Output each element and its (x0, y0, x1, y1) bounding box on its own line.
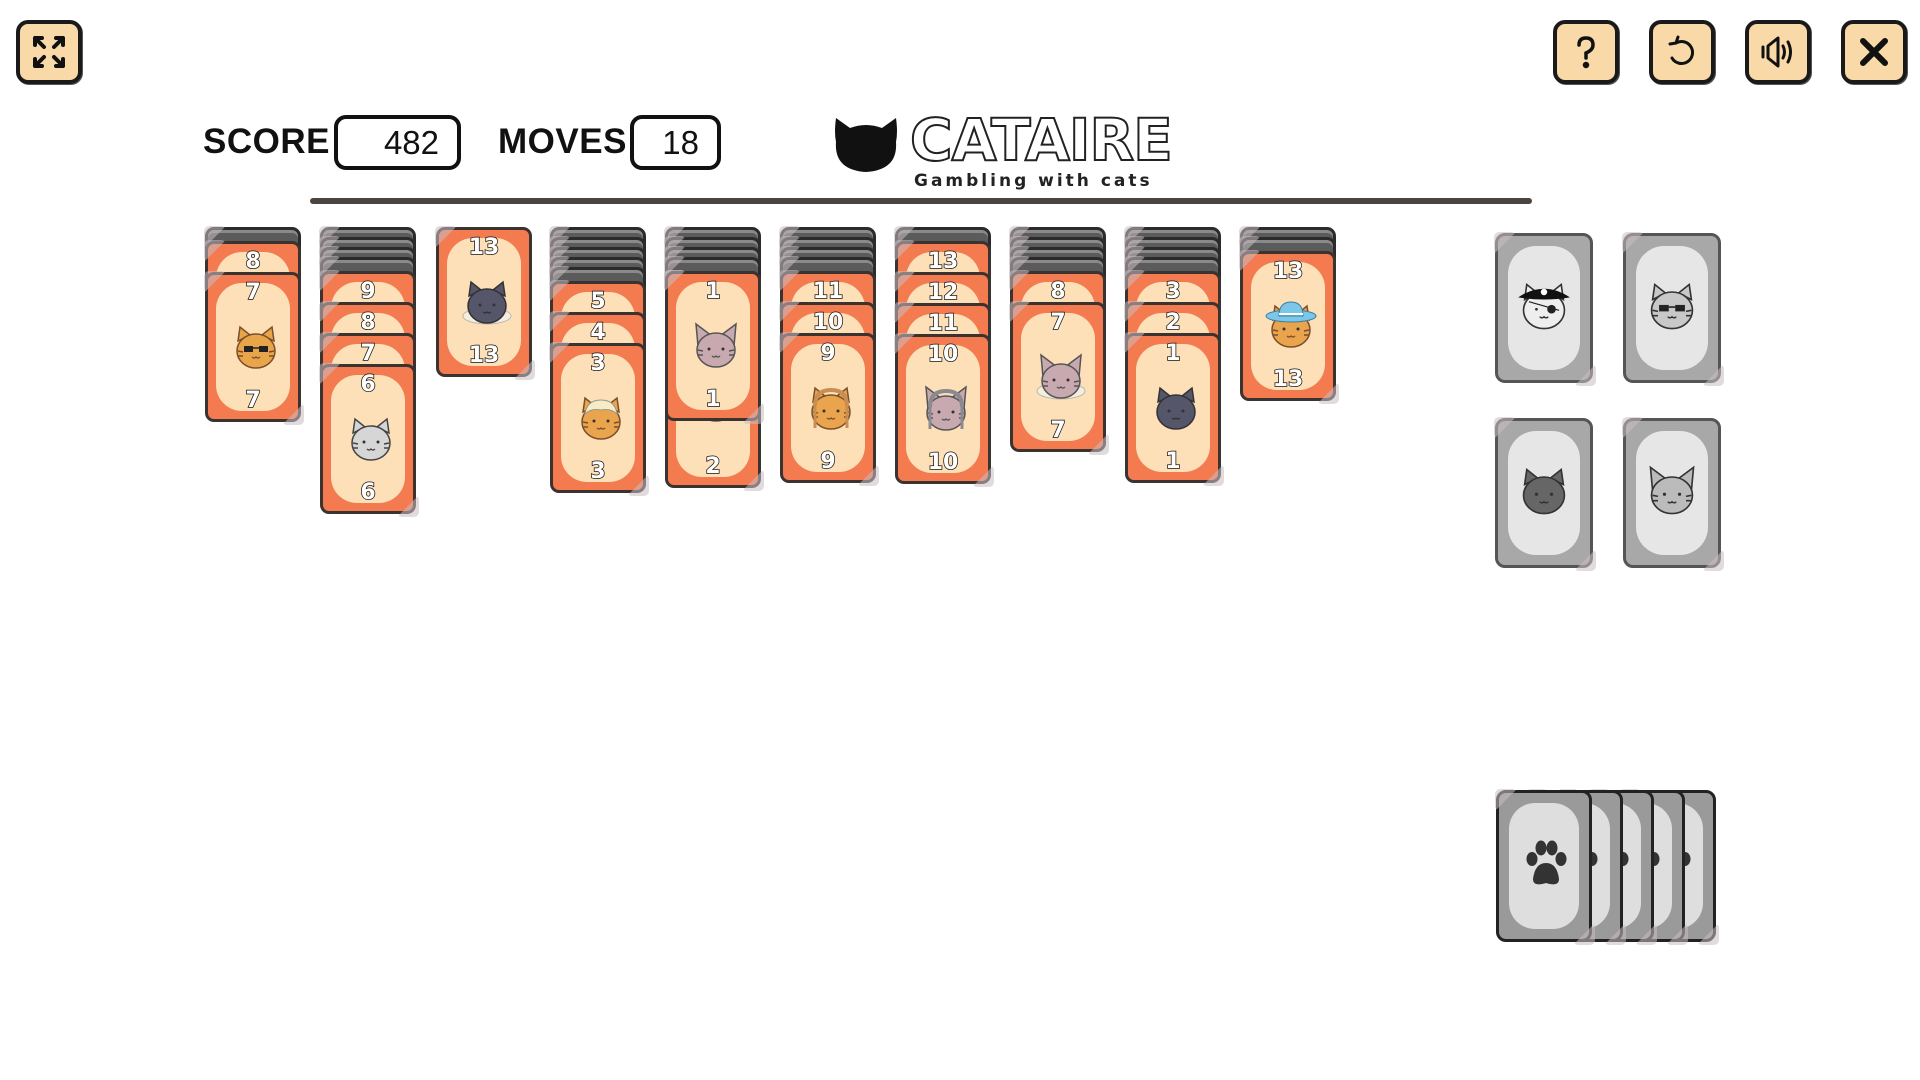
help-button[interactable] (1553, 20, 1619, 84)
paw-icon (1526, 840, 1567, 885)
foundation-slot-4[interactable] (1622, 417, 1724, 571)
card-corner (1495, 789, 1517, 811)
dark-cat-icon (1516, 463, 1572, 519)
card-rank-top: 9 (820, 341, 837, 367)
card-rank-top: 6 (360, 372, 377, 398)
sphynx-cat-icon (690, 320, 742, 372)
pirate-cat-icon (1516, 278, 1572, 334)
header-divider (310, 198, 1532, 204)
card-rank-top: 8 (1050, 279, 1067, 305)
dark-cat-collar-cat-icon (461, 276, 513, 328)
card-corner (1494, 417, 1516, 439)
card-corner (1622, 417, 1644, 439)
fullscreen-button[interactable] (16, 20, 82, 84)
speaker-icon (1761, 36, 1792, 68)
card-rank-top: 7 (245, 280, 262, 306)
moves-value: 18 (630, 115, 721, 170)
card-corner (1573, 923, 1595, 945)
card-rank-top: 9 (360, 279, 377, 305)
card-corner (1494, 232, 1516, 254)
card-corner (1666, 923, 1688, 945)
card-rank-top: 1 (705, 279, 722, 305)
grey-tabby-cat-icon (345, 413, 397, 465)
card-corner (1574, 549, 1596, 571)
logo-title: CATAIRE (909, 106, 1174, 174)
sphynx-icon (1644, 463, 1700, 519)
card-rank-bottom: 10 (927, 450, 959, 476)
card-rank-top: 10 (927, 342, 959, 368)
stock-card[interactable] (1495, 789, 1595, 945)
close-button[interactable] (1841, 20, 1907, 84)
tabby-sunglasses-icon (1644, 278, 1700, 334)
card-corner (1622, 232, 1644, 254)
card-corner (1574, 364, 1596, 386)
orange-braids-cat-icon (805, 382, 857, 434)
sound-button[interactable] (1745, 20, 1811, 84)
card-13[interactable]: 13 13 (435, 226, 535, 380)
card-rank-top: 5 (590, 289, 607, 315)
card-rank-top: 10 (812, 310, 844, 336)
question-mark-icon (1577, 36, 1595, 69)
game-logo: CATAIRE Gambling with cats (832, 106, 1174, 198)
card-rank-top: 13 (468, 235, 500, 261)
card-rank-bottom: 1 (1165, 449, 1182, 475)
orange-blonde-hair-cat-icon (575, 392, 627, 444)
card-rank-bottom: 2 (705, 454, 722, 480)
dark-cat-cat-icon (1150, 382, 1202, 434)
card-rank-top: 3 (590, 351, 607, 377)
card-rank-top: 4 (590, 320, 607, 346)
card-corner (1697, 923, 1719, 945)
card-rank-top: 11 (812, 279, 844, 305)
card-rank-bottom: 7 (1050, 418, 1067, 444)
card-rank-bottom: 3 (590, 459, 607, 485)
score-label: SCORE (203, 122, 330, 161)
card-rank-top: 13 (927, 249, 959, 275)
card-rank-bottom: 6 (360, 480, 377, 506)
card-corner (1635, 923, 1657, 945)
card-rank-top: 13 (1272, 259, 1304, 285)
restart-button[interactable] (1649, 20, 1715, 84)
card-rank-top: 8 (245, 249, 262, 275)
card-rank-bottom: 13 (468, 343, 500, 369)
foundation-slot-3[interactable] (1494, 417, 1596, 571)
card-rank-bottom: 9 (820, 449, 837, 475)
card-rank-bottom: 7 (245, 388, 262, 414)
logo-subtitle: Gambling with cats (914, 171, 1153, 191)
moves-label: MOVES (498, 122, 627, 161)
card-rank-bottom: 13 (1272, 367, 1304, 393)
card-rank-top: 3 (1165, 279, 1182, 305)
card-rank-top: 7 (1050, 310, 1067, 336)
cat-head-logo-icon (835, 118, 897, 172)
card-rank-top: 7 (360, 341, 377, 367)
restart-icon (1668, 35, 1694, 65)
sphynx-collar-cat-icon (1035, 351, 1087, 403)
card-rank-top: 1 (1165, 341, 1182, 367)
card-rank-bottom: 1 (705, 387, 722, 413)
card-rank-top: 12 (927, 280, 959, 306)
foundation-slot-2[interactable] (1622, 232, 1724, 386)
card-rank-top: 8 (360, 310, 377, 336)
close-x-icon (1860, 38, 1888, 66)
score-value: 482 (334, 115, 461, 170)
card-rank-top: 11 (927, 311, 959, 337)
foundation-slot-1[interactable] (1494, 232, 1596, 386)
card-corner (1702, 364, 1724, 386)
card-10[interactable]: 10 10 (894, 333, 994, 487)
card-corner (1604, 923, 1626, 945)
fullscreen-expand-icon (33, 36, 65, 68)
sphynx-braids-cat-icon (920, 383, 972, 435)
card-rank-top: 2 (1165, 310, 1182, 336)
card-13[interactable]: 13 13 (1239, 250, 1339, 404)
orange-blue-hat-cat-icon (1265, 300, 1317, 352)
tabby-sunglasses-cat-icon (230, 321, 282, 373)
card-corner (1702, 549, 1724, 571)
